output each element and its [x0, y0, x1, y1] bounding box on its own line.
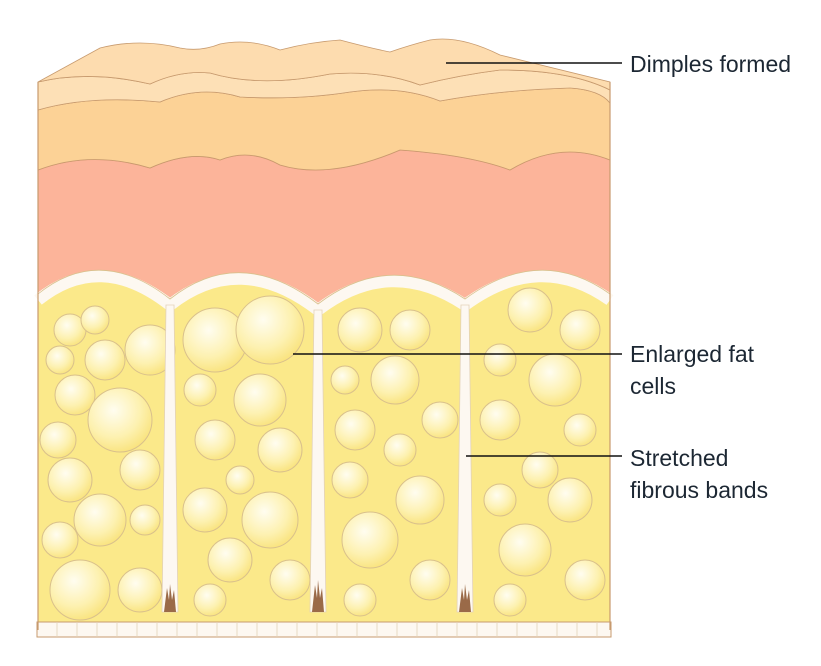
label-dimples-formed: Dimples formed: [630, 48, 791, 80]
dermis-upper-layer: [37, 87, 611, 171]
label-bands-line1: Stretched: [630, 445, 729, 471]
label-fat-line1: Enlarged fat: [630, 341, 755, 367]
label-bands-line2: fibrous bands: [630, 477, 769, 503]
label-dimples-text: Dimples formed: [630, 51, 792, 77]
band-roots: [164, 580, 471, 612]
fibrous-bands: [161, 304, 474, 613]
label-enlarged-fat-cells: Enlarged fat cells: [630, 338, 754, 402]
label-stretched-fibrous-bands: Stretched fibrous bands: [630, 442, 768, 506]
bottom-membrane: [36, 621, 612, 638]
label-fat-line2: cells: [630, 373, 677, 399]
